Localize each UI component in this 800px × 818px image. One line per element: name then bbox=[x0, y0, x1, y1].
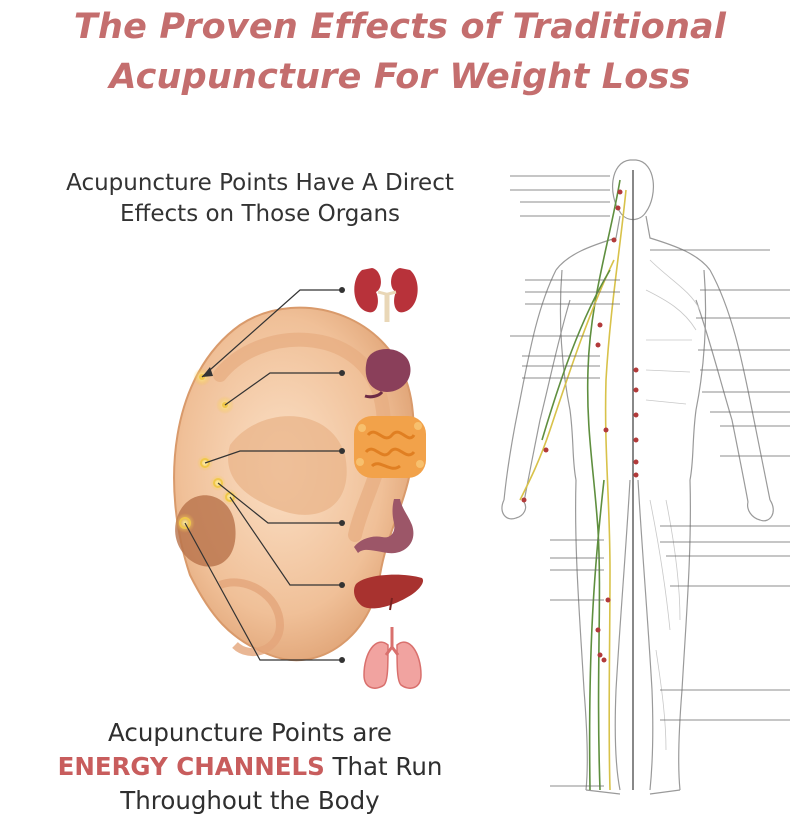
lungs-icon bbox=[363, 627, 422, 689]
muscle-sketch bbox=[645, 259, 701, 751]
meridian-body-chart bbox=[501, 159, 790, 795]
liver-icon bbox=[354, 574, 424, 611]
ear-canal bbox=[175, 495, 236, 567]
title-line-2: Acupuncture For Weight Loss bbox=[109, 57, 691, 97]
footer-caption: Acupuncture Points are ENERGY CHANNELS T… bbox=[0, 716, 500, 818]
ear-concha bbox=[228, 416, 347, 515]
footer-line-2-rest: That Run bbox=[324, 752, 443, 781]
kidneys-icon bbox=[354, 268, 418, 322]
stomach-icon bbox=[354, 499, 414, 554]
page-title: The Proven Effects of Traditional Acupun… bbox=[0, 2, 800, 102]
subheading-line-1: Acupuncture Points Have A Direct bbox=[66, 170, 454, 196]
footer-line-3: Throughout the Body bbox=[120, 786, 380, 815]
ear-lobe bbox=[218, 578, 285, 657]
connector-lines bbox=[184, 289, 342, 661]
label-ticks-left bbox=[510, 175, 620, 787]
intestines-icon bbox=[354, 416, 426, 478]
footer-line-1: Acupuncture Points are bbox=[108, 718, 392, 747]
meridian-lines bbox=[519, 179, 627, 791]
ear-diagram bbox=[173, 287, 415, 663]
footer-line-2: ENERGY CHANNELS That Run bbox=[0, 750, 500, 784]
label-ticks-right bbox=[650, 249, 790, 721]
meridian-acupoints bbox=[521, 189, 639, 663]
subheading-line-2: Effects on Those Organs bbox=[120, 201, 400, 227]
body-outline bbox=[501, 159, 774, 795]
energy-channels-text: ENERGY CHANNELS bbox=[57, 752, 325, 781]
title-line-1: The Proven Effects of Traditional bbox=[73, 7, 727, 47]
subheading: Acupuncture Points Have A Direct Effects… bbox=[0, 168, 520, 230]
spleen-icon bbox=[364, 348, 411, 399]
